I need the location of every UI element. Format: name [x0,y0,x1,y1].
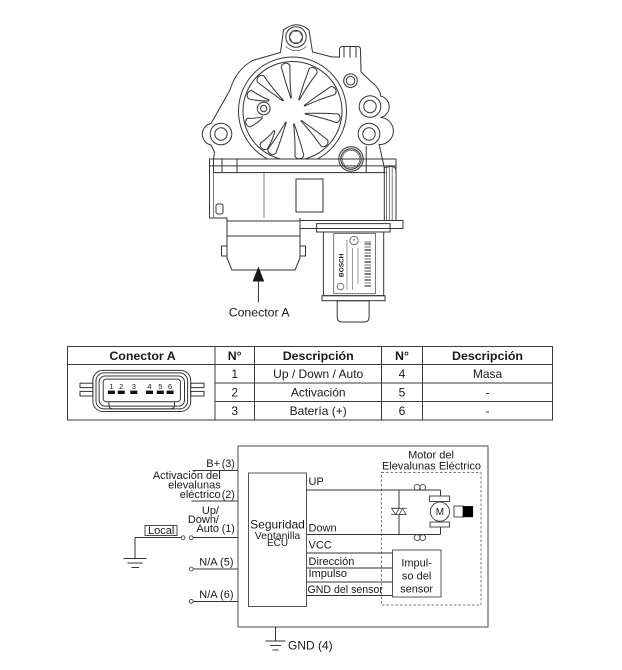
svg-text:N/A (5): N/A (5) [199,557,233,569]
svg-text:6: 6 [168,382,172,391]
svg-text:Down/: Down/ [188,514,220,526]
svg-text:1: 1 [109,382,113,391]
svg-text:*: * [353,239,356,245]
svg-text:UP: UP [309,476,324,488]
svg-text:Conector A: Conector A [229,306,291,320]
svg-text:3: 3 [231,404,238,418]
svg-text:Down: Down [309,523,337,535]
svg-text:Impul-: Impul- [401,558,432,570]
svg-text:Impulso: Impulso [309,568,348,580]
svg-text:Ventanilla: Ventanilla [255,530,301,542]
svg-text:Conector A: Conector A [109,349,175,363]
svg-text:GND del sensor: GND del sensor [308,584,384,596]
svg-text:N°: N° [228,349,242,363]
svg-text:ECU: ECU [267,538,288,549]
svg-text:Auto: Auto [196,523,219,535]
svg-text:Up / Down / Auto: Up / Down / Auto [273,367,363,381]
svg-text:VCC: VCC [309,540,332,552]
svg-text:GND (4): GND (4) [288,639,333,653]
svg-text:eléctrico: eléctrico [180,489,221,501]
svg-text:elevalunas: elevalunas [168,479,221,491]
svg-text:Batería (+): Batería (+) [290,404,347,418]
svg-text:5: 5 [158,382,162,391]
svg-text:sensor: sensor [400,584,433,596]
svg-text:Masa: Masa [473,367,503,381]
svg-text:Elevalunas Eléctrico: Elevalunas Eléctrico [382,461,481,473]
svg-text:4: 4 [399,367,406,381]
svg-text:Activación del: Activación del [153,470,221,482]
svg-text:Dirección: Dirección [309,556,355,568]
svg-text:-: - [486,404,490,418]
svg-text:B+: B+ [206,458,220,470]
svg-text:Activación: Activación [291,386,346,400]
svg-text:5: 5 [399,386,406,400]
svg-text:4: 4 [147,382,151,391]
svg-text:N°: N° [395,349,409,363]
svg-text:Seguridad: Seguridad [250,518,305,532]
svg-text:BOSCH: BOSCH [339,253,346,277]
svg-text:2: 2 [119,382,123,391]
svg-text:(2): (2) [222,489,235,501]
svg-text:-: - [486,386,490,400]
svg-text:Local: Local [148,525,174,537]
svg-text:1: 1 [231,367,238,381]
svg-text:M: M [436,507,444,518]
svg-text:6: 6 [399,404,406,418]
svg-text:3: 3 [132,382,136,391]
svg-text:so del: so del [402,571,431,583]
svg-text:Motor del: Motor del [408,450,454,462]
svg-text:2: 2 [231,386,238,400]
svg-text:(1): (1) [222,523,235,535]
svg-text:Descripción: Descripción [452,349,523,363]
svg-text:Descripción: Descripción [283,349,354,363]
svg-text:N/A (6): N/A (6) [199,589,233,601]
svg-text:(3): (3) [222,458,235,470]
svg-text:Up/: Up/ [202,505,220,517]
